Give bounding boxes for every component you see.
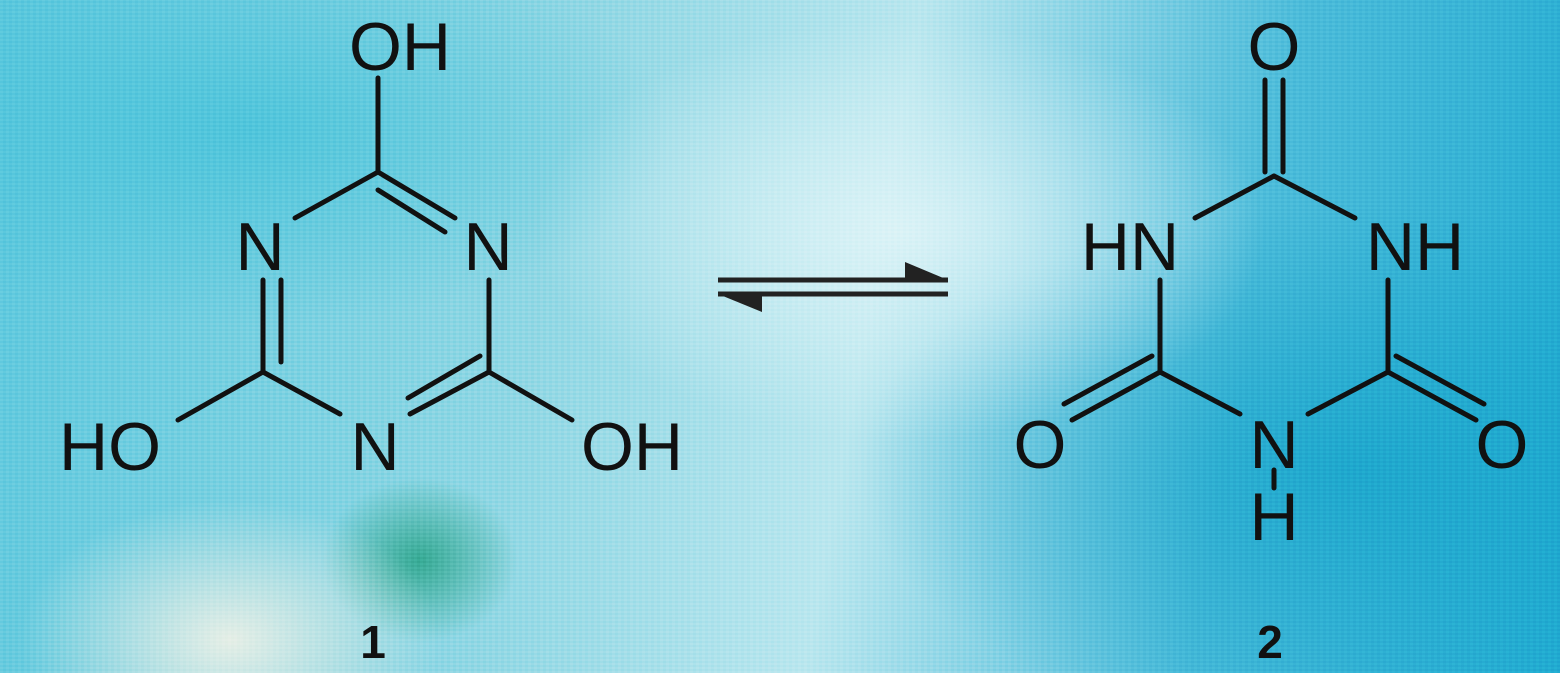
forward-arrow-head xyxy=(905,262,948,280)
atom-nh-right: NH xyxy=(1366,209,1464,285)
bond-c-left-o-double xyxy=(1061,353,1155,407)
atom-nh-left: HN xyxy=(1081,209,1179,285)
atom-o-right: O xyxy=(1476,407,1529,483)
atom-n-bottom: N xyxy=(350,409,399,485)
compound-1-label: 1 xyxy=(360,616,386,668)
atom-o-top: O xyxy=(1248,9,1301,85)
equilibrium-harpoon-arrows-icon xyxy=(718,262,948,312)
atom-n-right: N xyxy=(463,209,512,285)
atom-h-bottom: H xyxy=(1249,479,1298,555)
bond-c-right-n-bottom xyxy=(1305,369,1391,417)
atom-n-left: N xyxy=(235,209,284,285)
bond-c1-n-right xyxy=(375,169,458,221)
bond-c1-n-right-double xyxy=(375,187,448,235)
bond-c-left-n-bottom xyxy=(260,369,343,417)
bond-c-left-o xyxy=(1069,369,1163,423)
atom-oh-left: HO xyxy=(59,409,161,485)
compound-2-structure: O HN NH N H O O 2 xyxy=(1014,9,1529,668)
atom-n-bottom: N xyxy=(1249,407,1298,483)
bond-c-top-nh-right xyxy=(1271,173,1358,221)
bond-c-right-o-double xyxy=(1393,353,1487,407)
bond-c-right-o xyxy=(1385,369,1479,423)
reverse-arrow-head xyxy=(718,294,762,312)
compound-1-structure: OH N N N HO OH 1 xyxy=(59,9,683,668)
bond-c-right-n-bottom xyxy=(407,369,492,417)
bond-c-right-oh xyxy=(486,369,575,423)
bond-c-left-n-bottom xyxy=(1157,369,1243,417)
bond-c-right-n-bottom-double xyxy=(405,353,483,401)
atom-oh-top: OH xyxy=(349,9,451,85)
bond-c1-n-left xyxy=(292,169,381,221)
bond-c-top-nh-left xyxy=(1192,173,1277,221)
atom-o-left: O xyxy=(1014,407,1067,483)
atom-oh-right: OH xyxy=(581,409,683,485)
compound-2-label: 2 xyxy=(1257,616,1283,668)
bond-c-left-oh xyxy=(175,369,266,423)
